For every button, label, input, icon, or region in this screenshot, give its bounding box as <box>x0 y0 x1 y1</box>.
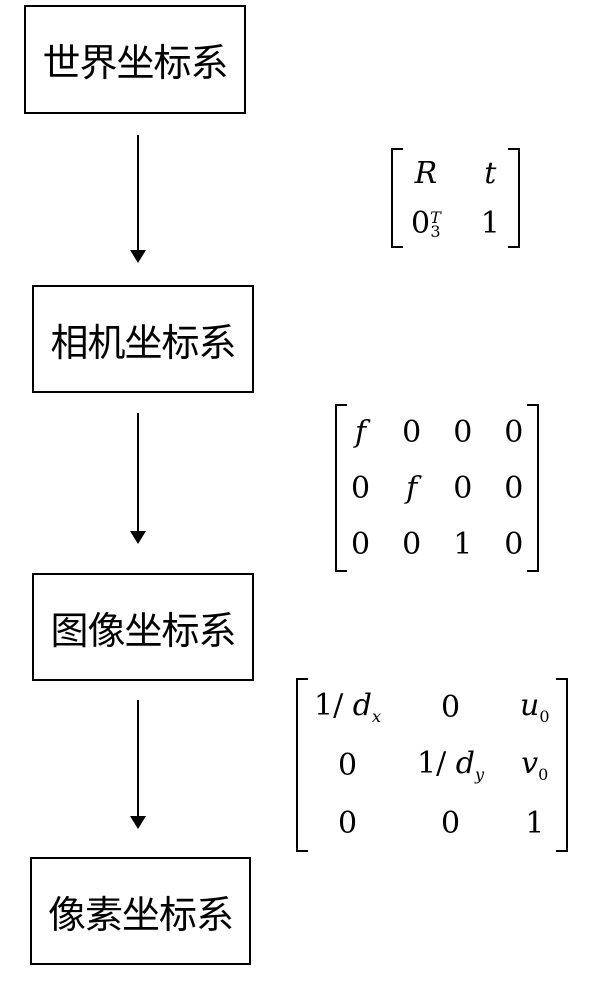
matrix-cell-inv-dy: 1/ dy <box>399 736 502 794</box>
cell-var: v <box>521 746 539 781</box>
matrix-cell: 0 <box>453 470 473 506</box>
matrix-cell: f <box>406 470 418 506</box>
cell-sub: 3 <box>430 221 441 241</box>
cell-sup: T <box>430 207 441 227</box>
left-bracket <box>335 404 347 572</box>
matrix-cell-u0: u0 <box>502 678 568 736</box>
right-bracket <box>555 678 568 852</box>
matrix-cell: f <box>354 414 367 450</box>
matrix-cell: 0 <box>504 414 524 450</box>
cell-var: d <box>455 746 475 781</box>
left-bracket <box>391 148 403 248</box>
pixel-matrix: 1/ dx 0 u0 0 1/ dy v0 0 0 1 <box>296 678 568 852</box>
matrix-cell: 0 <box>504 526 524 562</box>
right-bracket <box>507 148 520 248</box>
matrix-cell: 0 <box>337 805 358 841</box>
arrow-camera-to-image <box>130 413 146 544</box>
matrix-cell-translation: t <box>484 155 497 191</box>
matrix-cell-inv-dx: 1/ dx <box>296 678 399 736</box>
cell-var: u <box>519 688 540 723</box>
node-label: 像素坐标系 <box>47 892 234 937</box>
arrow-image-to-pixel <box>130 700 146 829</box>
node-label: 相机坐标系 <box>50 320 236 365</box>
node-world-coordinate-system: 世界坐标系 <box>24 5 246 114</box>
left-bracket <box>296 678 308 852</box>
matrix-cell: 0 <box>453 414 473 450</box>
cell-sub: y <box>474 765 484 784</box>
cell-base: 0 <box>411 205 431 241</box>
cell-var: d <box>352 688 372 723</box>
node-camera-coordinate-system: 相机坐标系 <box>32 285 254 393</box>
arrow-world-to-camera <box>130 135 146 263</box>
matrix-cell: 0 <box>351 470 371 506</box>
cell-prefix: 1/ <box>416 746 456 781</box>
matrix-cell-rotation: R <box>414 155 438 191</box>
projection-matrix: f 0 0 0 0 f 0 0 0 0 1 0 <box>335 404 540 572</box>
cell-sub: 0 <box>538 765 549 784</box>
matrix-cell: 0 <box>402 526 422 562</box>
cell-sub: 0 <box>539 707 550 726</box>
node-label: 图像坐标系 <box>50 608 236 653</box>
matrix-cell: 0 <box>440 689 461 725</box>
right-bracket <box>527 404 540 572</box>
cell-prefix: 1/ <box>314 688 353 723</box>
matrix-cell: 0 <box>402 414 422 450</box>
matrix-cell: 0 <box>440 805 461 841</box>
node-pixel-coordinate-system: 像素坐标系 <box>30 857 251 965</box>
matrix-cell: 0 <box>504 470 524 506</box>
node-label: 世界坐标系 <box>42 41 228 85</box>
cell-sub: x <box>371 707 381 726</box>
node-image-coordinate-system: 图像坐标系 <box>32 573 254 681</box>
matrix-cell: 1 <box>453 526 473 562</box>
matrix-cell: 1 <box>480 205 500 241</box>
matrix-cell: 0 <box>337 747 358 783</box>
matrix-cell: 0 <box>351 526 371 562</box>
matrix-cell: 1 <box>525 805 545 841</box>
matrix-cell-v0: v0 <box>502 736 568 794</box>
